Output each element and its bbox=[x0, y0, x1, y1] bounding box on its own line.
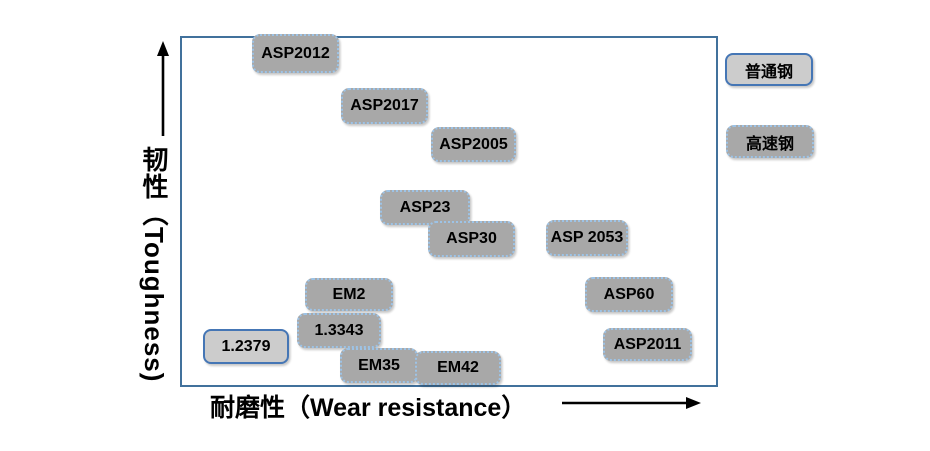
box-1-2379: 1.2379 bbox=[203, 329, 289, 364]
box-asp30: ASP30 bbox=[428, 221, 515, 257]
legend-ordinary-steel: 普通钢 bbox=[725, 53, 813, 86]
box-em35: EM35 bbox=[340, 348, 418, 383]
x-axis-arrow-icon bbox=[562, 397, 701, 409]
box-asp2011: ASP2011 bbox=[603, 328, 692, 361]
box-asp2012: ASP2012 bbox=[252, 34, 339, 73]
y-axis-arrow-icon bbox=[157, 41, 169, 136]
box-em2: EM2 bbox=[305, 278, 393, 311]
legend-high-speed-steel: 高速钢 bbox=[726, 125, 814, 158]
box-asp2053: ASP 2053 bbox=[546, 220, 628, 256]
box-asp60: ASP60 bbox=[585, 277, 673, 312]
box-asp2005: ASP2005 bbox=[431, 127, 516, 162]
box-asp2017: ASP2017 bbox=[341, 88, 428, 124]
box-asp23: ASP23 bbox=[380, 190, 470, 225]
box-1-3343: 1.3343 bbox=[297, 313, 381, 348]
x-axis-label: 耐磨性（Wear resistance） bbox=[210, 394, 527, 422]
y-axis-label: 韧性（Toughness) bbox=[139, 146, 169, 383]
box-em42: EM42 bbox=[415, 351, 501, 385]
